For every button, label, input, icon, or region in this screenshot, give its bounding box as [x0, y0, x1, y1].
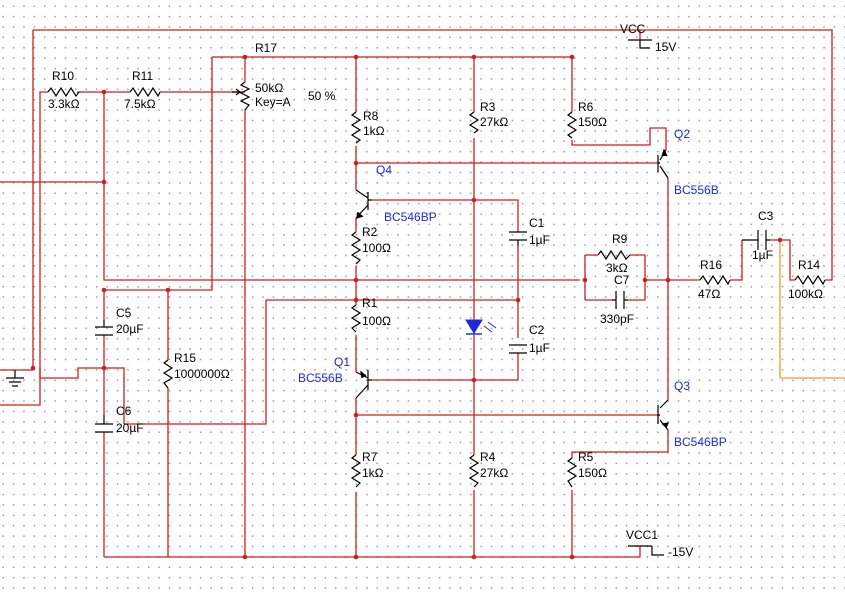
r7-value: 1kΩ — [362, 466, 384, 480]
r3-value: 27kΩ — [480, 115, 508, 129]
vcc-supply-symbol[interactable] — [628, 39, 652, 49]
r11-value: 7.5kΩ — [124, 97, 156, 111]
junction-dots — [30, 54, 783, 560]
r4-value: 27kΩ — [480, 466, 508, 480]
r11-name: R11 — [132, 69, 153, 83]
c3-name: C3 — [758, 209, 774, 223]
vee-label: VCC1 — [626, 528, 658, 542]
r6-value: 150Ω — [578, 115, 607, 129]
r15-value: 1000000Ω — [174, 367, 230, 381]
capacitor-c1[interactable] — [509, 231, 527, 246]
vcc-value: 15V — [655, 40, 676, 54]
output-wire — [779, 240, 845, 379]
r14-name: R14 — [798, 258, 820, 272]
q3-name: Q3 — [674, 379, 690, 393]
c7-value: 330pF — [600, 312, 634, 326]
q2-name: Q2 — [674, 127, 690, 141]
r16-name: R16 — [700, 258, 722, 272]
wires — [0, 29, 833, 558]
vee-supply-symbol[interactable] — [628, 545, 664, 556]
resistor-r3[interactable] — [468, 111, 480, 134]
q2-model: BC556B — [674, 183, 719, 197]
capacitor-c2[interactable] — [509, 344, 527, 354]
q4-model: BC546BP — [384, 210, 437, 224]
capacitor-c7[interactable] — [612, 291, 628, 309]
r7-name: R7 — [362, 450, 378, 464]
resistor-r6[interactable] — [566, 111, 578, 139]
resistor-r10[interactable] — [47, 86, 80, 98]
transistor-q1[interactable] — [355, 370, 372, 399]
resistor-r9[interactable] — [597, 249, 631, 261]
vee-value: -15V — [668, 545, 693, 559]
r5-name: R5 — [578, 450, 594, 464]
resistor-r11[interactable] — [129, 86, 161, 98]
potentiometer-r17[interactable] — [232, 81, 251, 111]
capacitor-c3[interactable] — [742, 230, 770, 250]
c2-value: 1µF — [529, 341, 550, 355]
r1-name: R1 — [362, 296, 378, 310]
r17-value: 50kΩ — [255, 81, 283, 95]
r8-name: R8 — [363, 109, 379, 123]
r10-name: R10 — [52, 69, 74, 83]
resistor-r1[interactable] — [350, 304, 362, 333]
led-diode[interactable] — [465, 319, 497, 335]
c1-name: C1 — [529, 216, 545, 230]
resistor-r7[interactable] — [350, 454, 362, 488]
r1-value: 100Ω — [362, 314, 391, 328]
r17-setting: 50 % — [308, 89, 336, 103]
resistor-r15[interactable] — [162, 359, 174, 389]
c2-name: C2 — [529, 323, 545, 337]
c3-value: 1µF — [752, 248, 773, 262]
q4-name: Q4 — [376, 163, 392, 177]
r4-name: R4 — [480, 450, 496, 464]
resistor-r16[interactable] — [699, 274, 731, 286]
r8-value: 1kΩ — [363, 124, 385, 138]
resistor-r5[interactable] — [566, 457, 578, 488]
c6-name: C6 — [116, 404, 132, 418]
c5-value: 20µF — [116, 322, 144, 336]
q1-name: Q1 — [334, 355, 350, 369]
q1-model: BC556B — [298, 371, 343, 385]
r17-key: Key=A — [255, 95, 291, 109]
resistor-r8[interactable] — [350, 111, 362, 144]
vcc-label: VCC — [620, 22, 646, 36]
r3-name: R3 — [480, 100, 496, 114]
capacitor-c6[interactable] — [95, 415, 113, 433]
r16-value: 47Ω — [698, 287, 720, 301]
r14-value: 100kΩ — [788, 287, 823, 301]
ground-symbol[interactable] — [6, 370, 24, 387]
transistor-q2[interactable] — [657, 148, 669, 179]
capacitor-c5[interactable] — [95, 320, 113, 336]
resistor-r2[interactable] — [350, 231, 362, 265]
r6-name: R6 — [578, 100, 594, 114]
q3-model: BC546BP — [674, 435, 727, 449]
r17-name: R17 — [255, 41, 277, 55]
r9-name: R9 — [612, 232, 628, 246]
r15-name: R15 — [174, 351, 196, 365]
c5-name: C5 — [116, 306, 132, 320]
r5-value: 150Ω — [578, 466, 607, 480]
resistor-r4[interactable] — [468, 454, 480, 488]
r9-value: 3kΩ — [606, 261, 628, 275]
transistor-q4[interactable] — [355, 189, 372, 219]
transistor-q3[interactable] — [657, 399, 669, 431]
labels: VCC 15V VCC1 -15V R10 3.3kΩ R11 7.5kΩ R1… — [48, 22, 823, 559]
r2-value: 100Ω — [362, 241, 391, 255]
c6-value: 20µF — [116, 421, 144, 435]
c7-name: C7 — [614, 273, 630, 287]
r2-name: R2 — [362, 225, 378, 239]
c1-value: 1µF — [529, 233, 550, 247]
r10-value: 3.3kΩ — [48, 97, 80, 111]
resistor-r14[interactable] — [794, 274, 826, 286]
